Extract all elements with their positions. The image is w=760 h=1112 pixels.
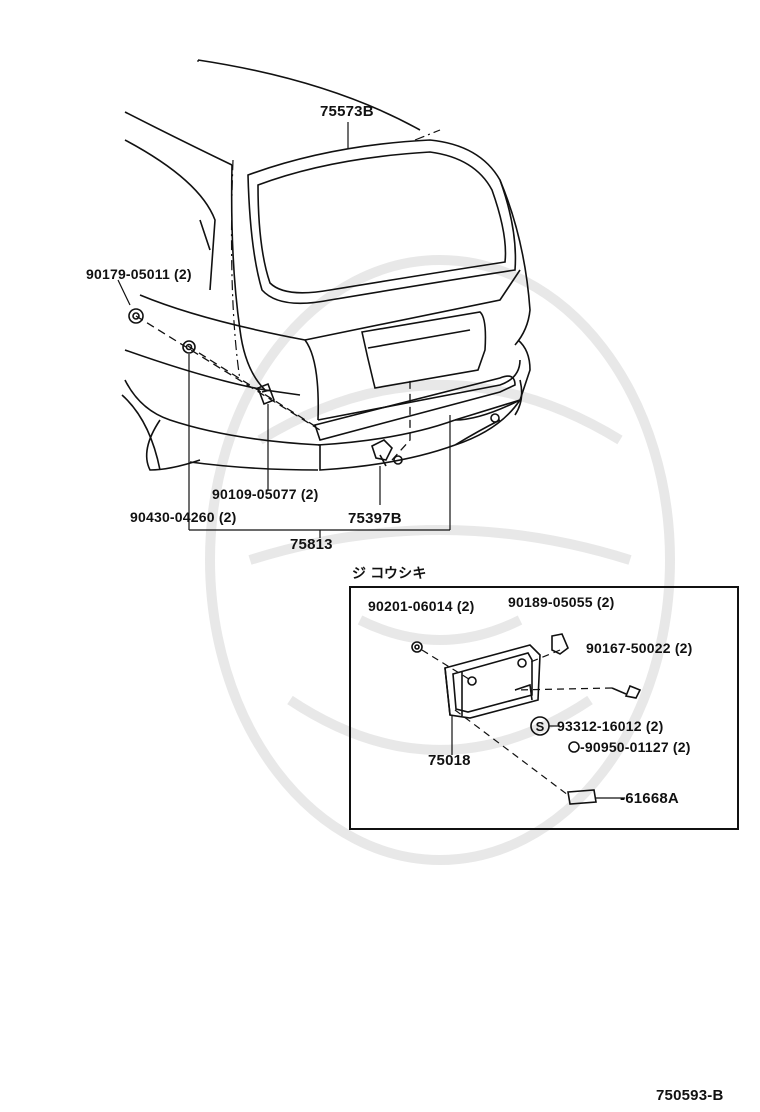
label-75397B: 75397B [348, 510, 402, 527]
label-90109-05077: 90109-05077 (2) [212, 486, 319, 502]
part-90430-washer [182, 340, 196, 354]
label-90189-05055: 90189-05055 (2) [508, 594, 615, 610]
inset-caption: ジ コウシキ [352, 565, 427, 581]
label-90950-01127: -90950-01127 (2) [580, 739, 691, 755]
label-93312-16012: 93312-16012 (2) [557, 718, 664, 734]
part-90179-grommet [128, 308, 144, 324]
label-90179-05011: 90179-05011 (2) [86, 266, 192, 282]
label-90167-50022: 90167-50022 (2) [586, 640, 693, 656]
leader-lines-main [197, 60, 441, 381]
label-75813: 75813 [290, 536, 333, 553]
inset-frame [349, 586, 739, 830]
part-75397B-clip [371, 439, 403, 467]
s-mark-symbol: S [536, 719, 545, 734]
label-61668A: -61668A [620, 790, 679, 807]
label-leaders-main [117, 122, 451, 538]
part-90109-bolt [256, 382, 276, 406]
label-90201-06014: 90201-06014 (2) [368, 598, 475, 614]
label-75573B: 75573B [320, 103, 374, 120]
dashed-lines-main [135, 315, 411, 461]
label-90430-04260: 90430-04260 (2) [130, 509, 237, 525]
watermark-emblem [205, 255, 675, 865]
diagram-code: 750593-B [656, 1087, 724, 1104]
label-75018: 75018 [428, 752, 471, 769]
inset-drawing [411, 633, 642, 805]
